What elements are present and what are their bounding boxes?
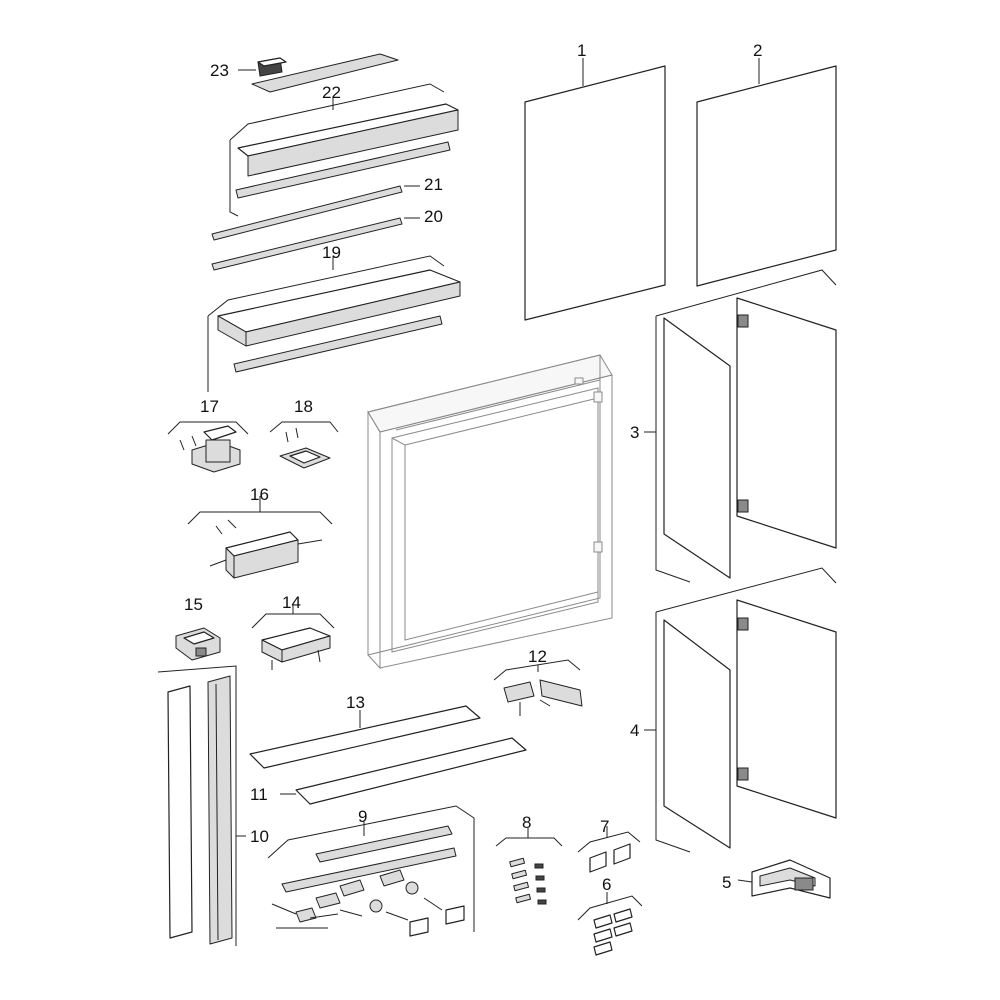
part-13-shelf: 13 bbox=[249, 693, 481, 769]
callout-15: 15 bbox=[184, 595, 203, 614]
part-9-mounting-kit: 9 bbox=[267, 805, 475, 937]
callout-21: 21 bbox=[424, 175, 443, 194]
callout-2: 2 bbox=[753, 41, 762, 60]
callout-8: 8 bbox=[522, 813, 531, 832]
callout-17: 17 bbox=[200, 397, 219, 416]
callout-11: 11 bbox=[250, 785, 268, 804]
part-20-strip: 20 bbox=[211, 207, 443, 271]
part-16-driver: 16 bbox=[187, 485, 333, 579]
part-6-pads: 6 bbox=[577, 875, 643, 956]
part-12-bracket: 12 bbox=[493, 647, 583, 716]
part-15-clip: 15 bbox=[175, 595, 221, 661]
callout-9: 9 bbox=[358, 807, 367, 826]
callout-10: 10 bbox=[250, 827, 269, 846]
part-1-mirror: 1 bbox=[524, 41, 666, 321]
part-8-screws: 8 bbox=[495, 813, 563, 905]
part-10-side-profiles: 10 bbox=[157, 665, 269, 946]
callout-4: 4 bbox=[630, 721, 639, 740]
part-21-strip: 21 bbox=[211, 175, 443, 241]
callout-19: 19 bbox=[322, 243, 341, 262]
callout-20: 20 bbox=[424, 207, 443, 226]
part-3-door-set: 3 bbox=[630, 269, 837, 583]
callout-14: 14 bbox=[282, 593, 301, 612]
part-2-mirror: 2 bbox=[696, 41, 837, 287]
callout-16: 16 bbox=[250, 485, 269, 504]
callout-7: 7 bbox=[600, 817, 609, 836]
part-19-top-profile: 19 bbox=[207, 243, 461, 392]
part-14-control-unit: 14 bbox=[251, 593, 335, 670]
callout-6: 6 bbox=[602, 875, 611, 894]
cabinet-body bbox=[367, 354, 613, 670]
part-7-caps: 7 bbox=[577, 817, 641, 873]
part-11-glass-shelf: 11 bbox=[250, 737, 527, 805]
callout-5: 5 bbox=[722, 873, 731, 892]
callout-18: 18 bbox=[294, 397, 313, 416]
callout-1: 1 bbox=[577, 41, 586, 60]
part-18-bracket: 18 bbox=[269, 397, 339, 469]
part-22-profile: 22 bbox=[229, 83, 459, 217]
callout-12: 12 bbox=[528, 647, 547, 666]
callout-23: 23 bbox=[210, 61, 229, 80]
part-5-hinge: 5 bbox=[722, 859, 831, 899]
callout-22: 22 bbox=[322, 83, 341, 102]
callout-3: 3 bbox=[630, 423, 639, 442]
part-17-connector: 17 bbox=[167, 397, 249, 473]
part-23-end-cap: 23 bbox=[210, 53, 399, 93]
part-4-door-set: 4 bbox=[630, 567, 837, 853]
callout-13: 13 bbox=[346, 693, 365, 712]
